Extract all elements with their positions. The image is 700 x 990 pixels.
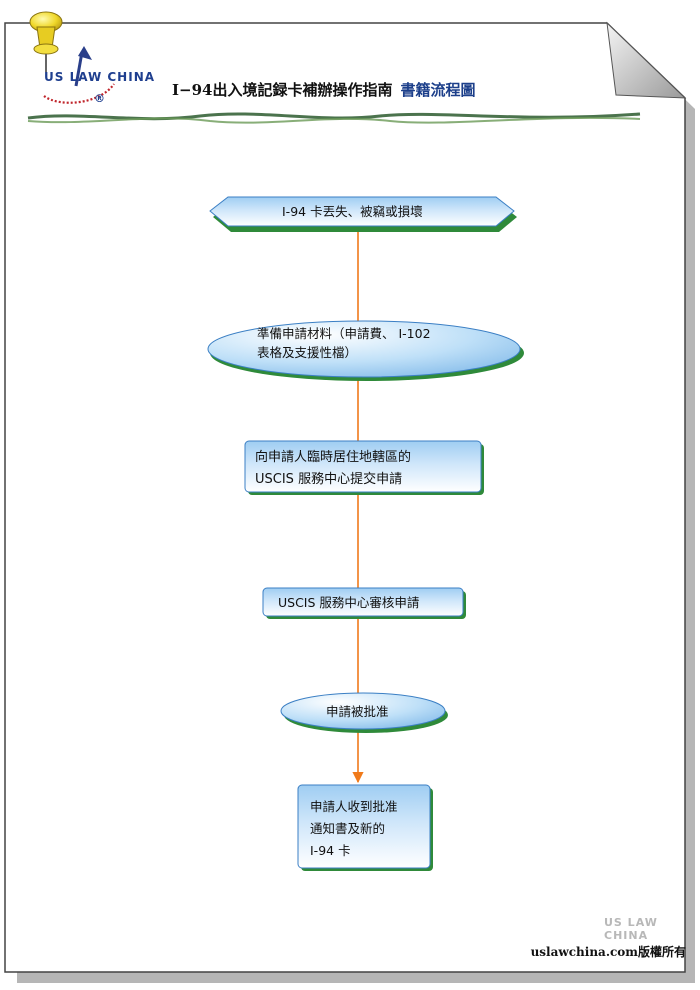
flow-step-6-line-2: 通知書及新的 [310, 821, 386, 836]
logo-wordmark: US LAW CHINA [44, 70, 156, 84]
flow-step-2-shape [207, 320, 524, 381]
flow-step-5-shape [280, 692, 448, 733]
page-title: I−94出入境記録卡補辦操作指南書籍流程圖 [172, 79, 475, 100]
flow-step-3-label: 向申請人臨時居住地轄區的 USCIS 服務中心提交申請 [255, 447, 411, 491]
flow-step-2-line-2: 表格及支援性檔） [257, 345, 358, 360]
flow-step-5-label: 申請被批准 [326, 704, 389, 719]
flow-step-1-shape [209, 196, 517, 232]
flow-step-4-label: USCIS 服務中心審核申請 [278, 595, 420, 610]
flow-step-3-shape [244, 440, 484, 495]
pushpin-icon [29, 11, 63, 72]
flow-step-2-label: 準備申請材料（申請費、 I-102 表格及支援性檔） [257, 324, 431, 362]
flow-step-3-line-1: 向申請人臨時居住地轄區的 [255, 450, 412, 465]
flow-step-6-label: 申請人收到批准 通知書及新的 I-94 卡 [310, 796, 398, 862]
flow-step-6-shape [297, 784, 433, 871]
flow-step-3-line-2: USCIS 服務中心提交申請 [255, 472, 403, 487]
page-title-main: I−94出入境記録卡補辦操作指南 [172, 81, 393, 99]
logo-swoosh-icon [43, 46, 115, 104]
footer-watermark: US LAW CHINA [604, 916, 658, 942]
copyright-text: uslawchina.com版權所有 [530, 945, 686, 959]
flow-step-2-line-1: 準備申請材料（申請費、 I-102 [257, 326, 431, 341]
flow-step-6-line-1: 申請人收到批准 [310, 799, 398, 814]
flow-step-6-line-3: I-94 卡 [310, 843, 351, 858]
title-underline [27, 112, 641, 124]
logo-registered-mark: ® [94, 92, 105, 105]
page-title-subtitle: 書籍流程圖 [400, 81, 476, 99]
flow-step-1-label: I-94 卡丟失、被竊或損壞 [282, 204, 423, 219]
flow-step-4-shape [262, 587, 466, 619]
